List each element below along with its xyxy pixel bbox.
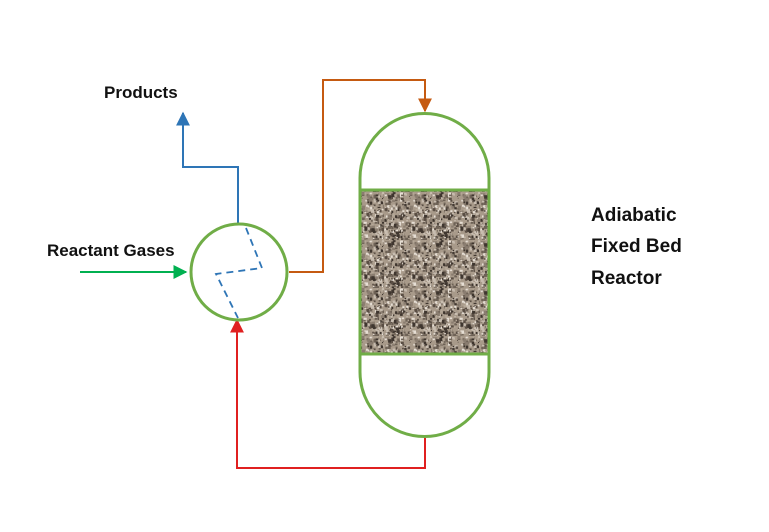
heat-exchanger <box>189 222 289 322</box>
products-outlet-arrow <box>176 111 239 226</box>
reactor-vessel-outline <box>358 112 491 438</box>
reactor-effluent-arrow <box>230 318 426 469</box>
catalyst-bed <box>361 190 488 354</box>
exchanger-coil-icon <box>214 227 264 319</box>
reactor-title-line-3: Reactor <box>591 268 662 289</box>
reactor-title-line-2: Fixed Bed <box>591 236 682 257</box>
heat-exchanger-shell <box>189 222 289 322</box>
reactant-gases-label: Reactant Gases <box>47 241 175 260</box>
products-label: Products <box>104 83 178 102</box>
reactor-title-line-1: Adiabatic <box>591 205 677 226</box>
heated-feed-arrow <box>289 79 432 273</box>
fixed-bed-reactor <box>358 112 491 438</box>
